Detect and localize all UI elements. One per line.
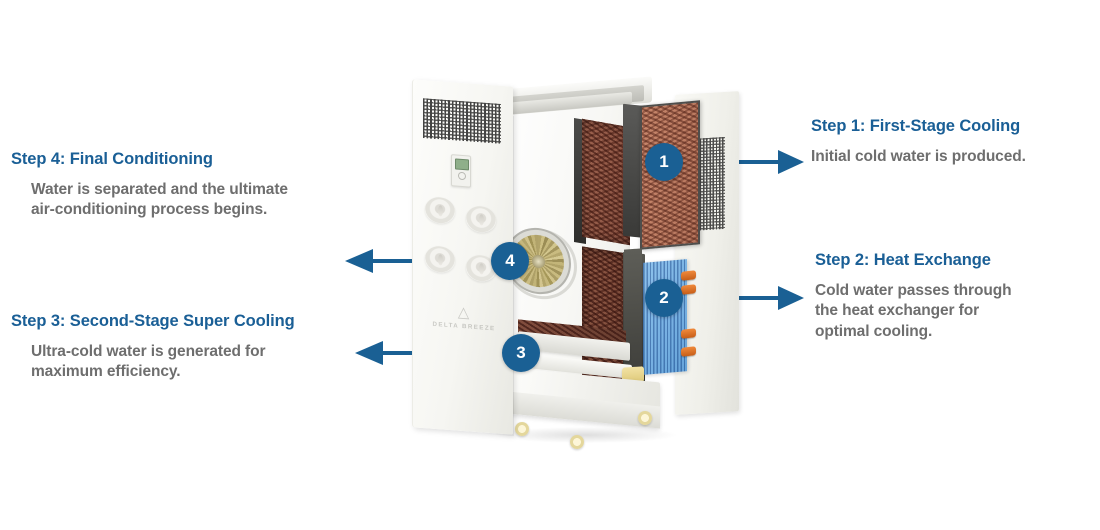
display-button-icon — [457, 171, 466, 181]
step-callout-4: Step 4: Final Conditioning Water is sepa… — [11, 150, 361, 221]
step-callout-1: Step 1: First-Stage Cooling Initial cold… — [811, 117, 1093, 167]
knob-icon — [466, 205, 496, 234]
step-badge-4[interactable]: 4 — [491, 242, 529, 280]
caster-icon — [515, 422, 529, 436]
left-vent-grille-icon — [423, 98, 501, 144]
step-badge-1[interactable]: 1 — [645, 143, 683, 181]
brand-mark-icon: △ — [457, 303, 471, 322]
knob-icon — [425, 245, 455, 274]
step-3-title: Step 3: Second-Stage Super Cooling — [11, 312, 295, 330]
brand-name: DELTA BREEZE — [432, 320, 496, 333]
brand-logo: △ DELTA BREEZE — [428, 302, 500, 333]
fan-hub — [531, 253, 545, 269]
step-1-body: Initial cold water is produced. — [811, 147, 1026, 165]
heat-exchanger-connector-icon — [681, 346, 696, 357]
step-3-body-line: maximum efficiency. — [31, 363, 181, 381]
step-badge-2[interactable]: 2 — [645, 279, 683, 317]
product-illustration: △ DELTA BREEZE — [400, 75, 739, 449]
step-4-title: Step 4: Final Conditioning — [11, 150, 213, 168]
step-callout-2: Step 2: Heat Exchange Cold water passes … — [815, 251, 1090, 343]
heat-exchanger-connector-icon — [681, 328, 696, 339]
ground-shadow — [496, 427, 676, 443]
step-4-body-line: Water is separated and the ultimate — [31, 180, 288, 198]
step-badge-3[interactable]: 3 — [502, 334, 540, 372]
heat-exchanger-connector-icon — [681, 270, 696, 281]
step-3-body-line: Ultra-cold water is generated for — [31, 342, 266, 360]
step-4-body: Water is separated and the ultimate air-… — [11, 180, 361, 221]
caster-icon — [638, 411, 652, 425]
step-2-body-line: optimal cooling. — [815, 323, 933, 341]
step-3-body: Ultra-cold water is generated for maximu… — [11, 342, 361, 383]
step-2-body-line: the heat exchanger for — [815, 302, 980, 320]
step-2-body-line: Cold water passes through — [815, 281, 1012, 299]
step-1-title: Step 1: First-Stage Cooling — [811, 117, 1021, 135]
step-2-title: Step 2: Heat Exchange — [815, 251, 991, 269]
step-2-body: Cold water passes through the heat excha… — [815, 281, 1090, 343]
display-screen — [454, 157, 469, 170]
heat-exchanger-connector-icon — [681, 284, 696, 295]
step-callout-3: Step 3: Second-Stage Super Cooling Ultra… — [11, 312, 361, 383]
knob-icon — [425, 196, 455, 225]
step-4-body-line: air-conditioning process begins. — [31, 201, 268, 219]
control-display-panel — [451, 154, 471, 188]
caster-icon — [570, 435, 584, 449]
